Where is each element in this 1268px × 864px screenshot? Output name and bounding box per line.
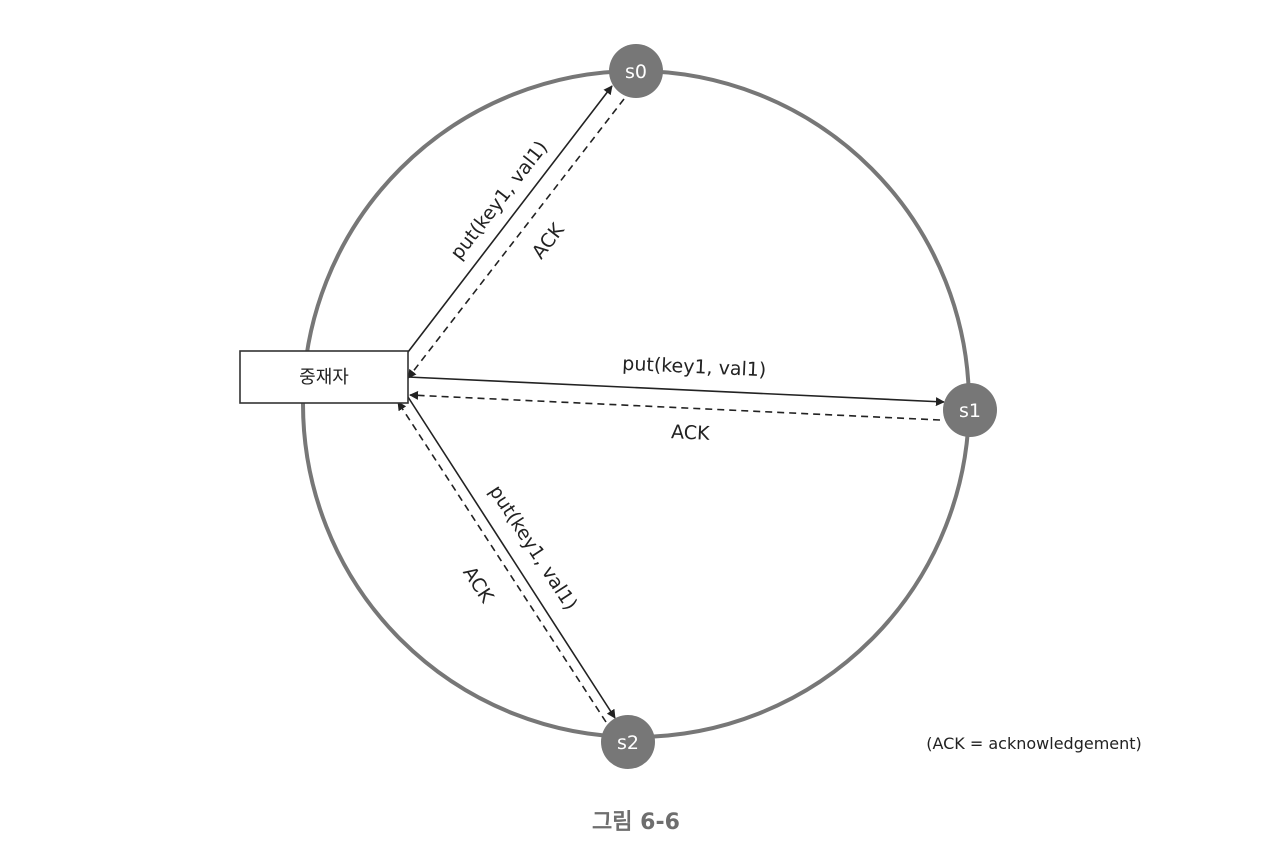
node-s0: s0 [609,44,663,98]
node-s0-label: s0 [625,61,647,83]
put-arrow-s1 [407,376,945,407]
put-arrow-s0 [407,85,613,353]
ack-arrow-s0 [407,98,625,379]
coordinator-box: 중재자 [239,350,409,404]
ack-arrow-s1 [409,390,941,421]
figure-caption: 그림 6-6 [592,810,680,835]
put-label-s2: put(key1, val1) [485,481,582,614]
ack-definition-note: (ACK = acknowledgement) [926,734,1142,753]
node-s1-label: s1 [959,400,981,422]
node-s2: s2 [601,715,655,769]
ack-arrow-s2 [397,401,607,723]
coordinator-label: 중재자 [299,367,349,388]
node-s1: s1 [943,383,997,437]
hash-ring [301,69,971,739]
put-label-s1: put(key1, val1) [622,353,767,382]
put-arrow-s2 [407,396,616,719]
node-s2-label: s2 [617,732,639,754]
ack-label-s1: ACK [671,421,711,445]
ack-label-s2: ACK [458,563,498,608]
ack-label-s0: ACK [528,219,569,263]
